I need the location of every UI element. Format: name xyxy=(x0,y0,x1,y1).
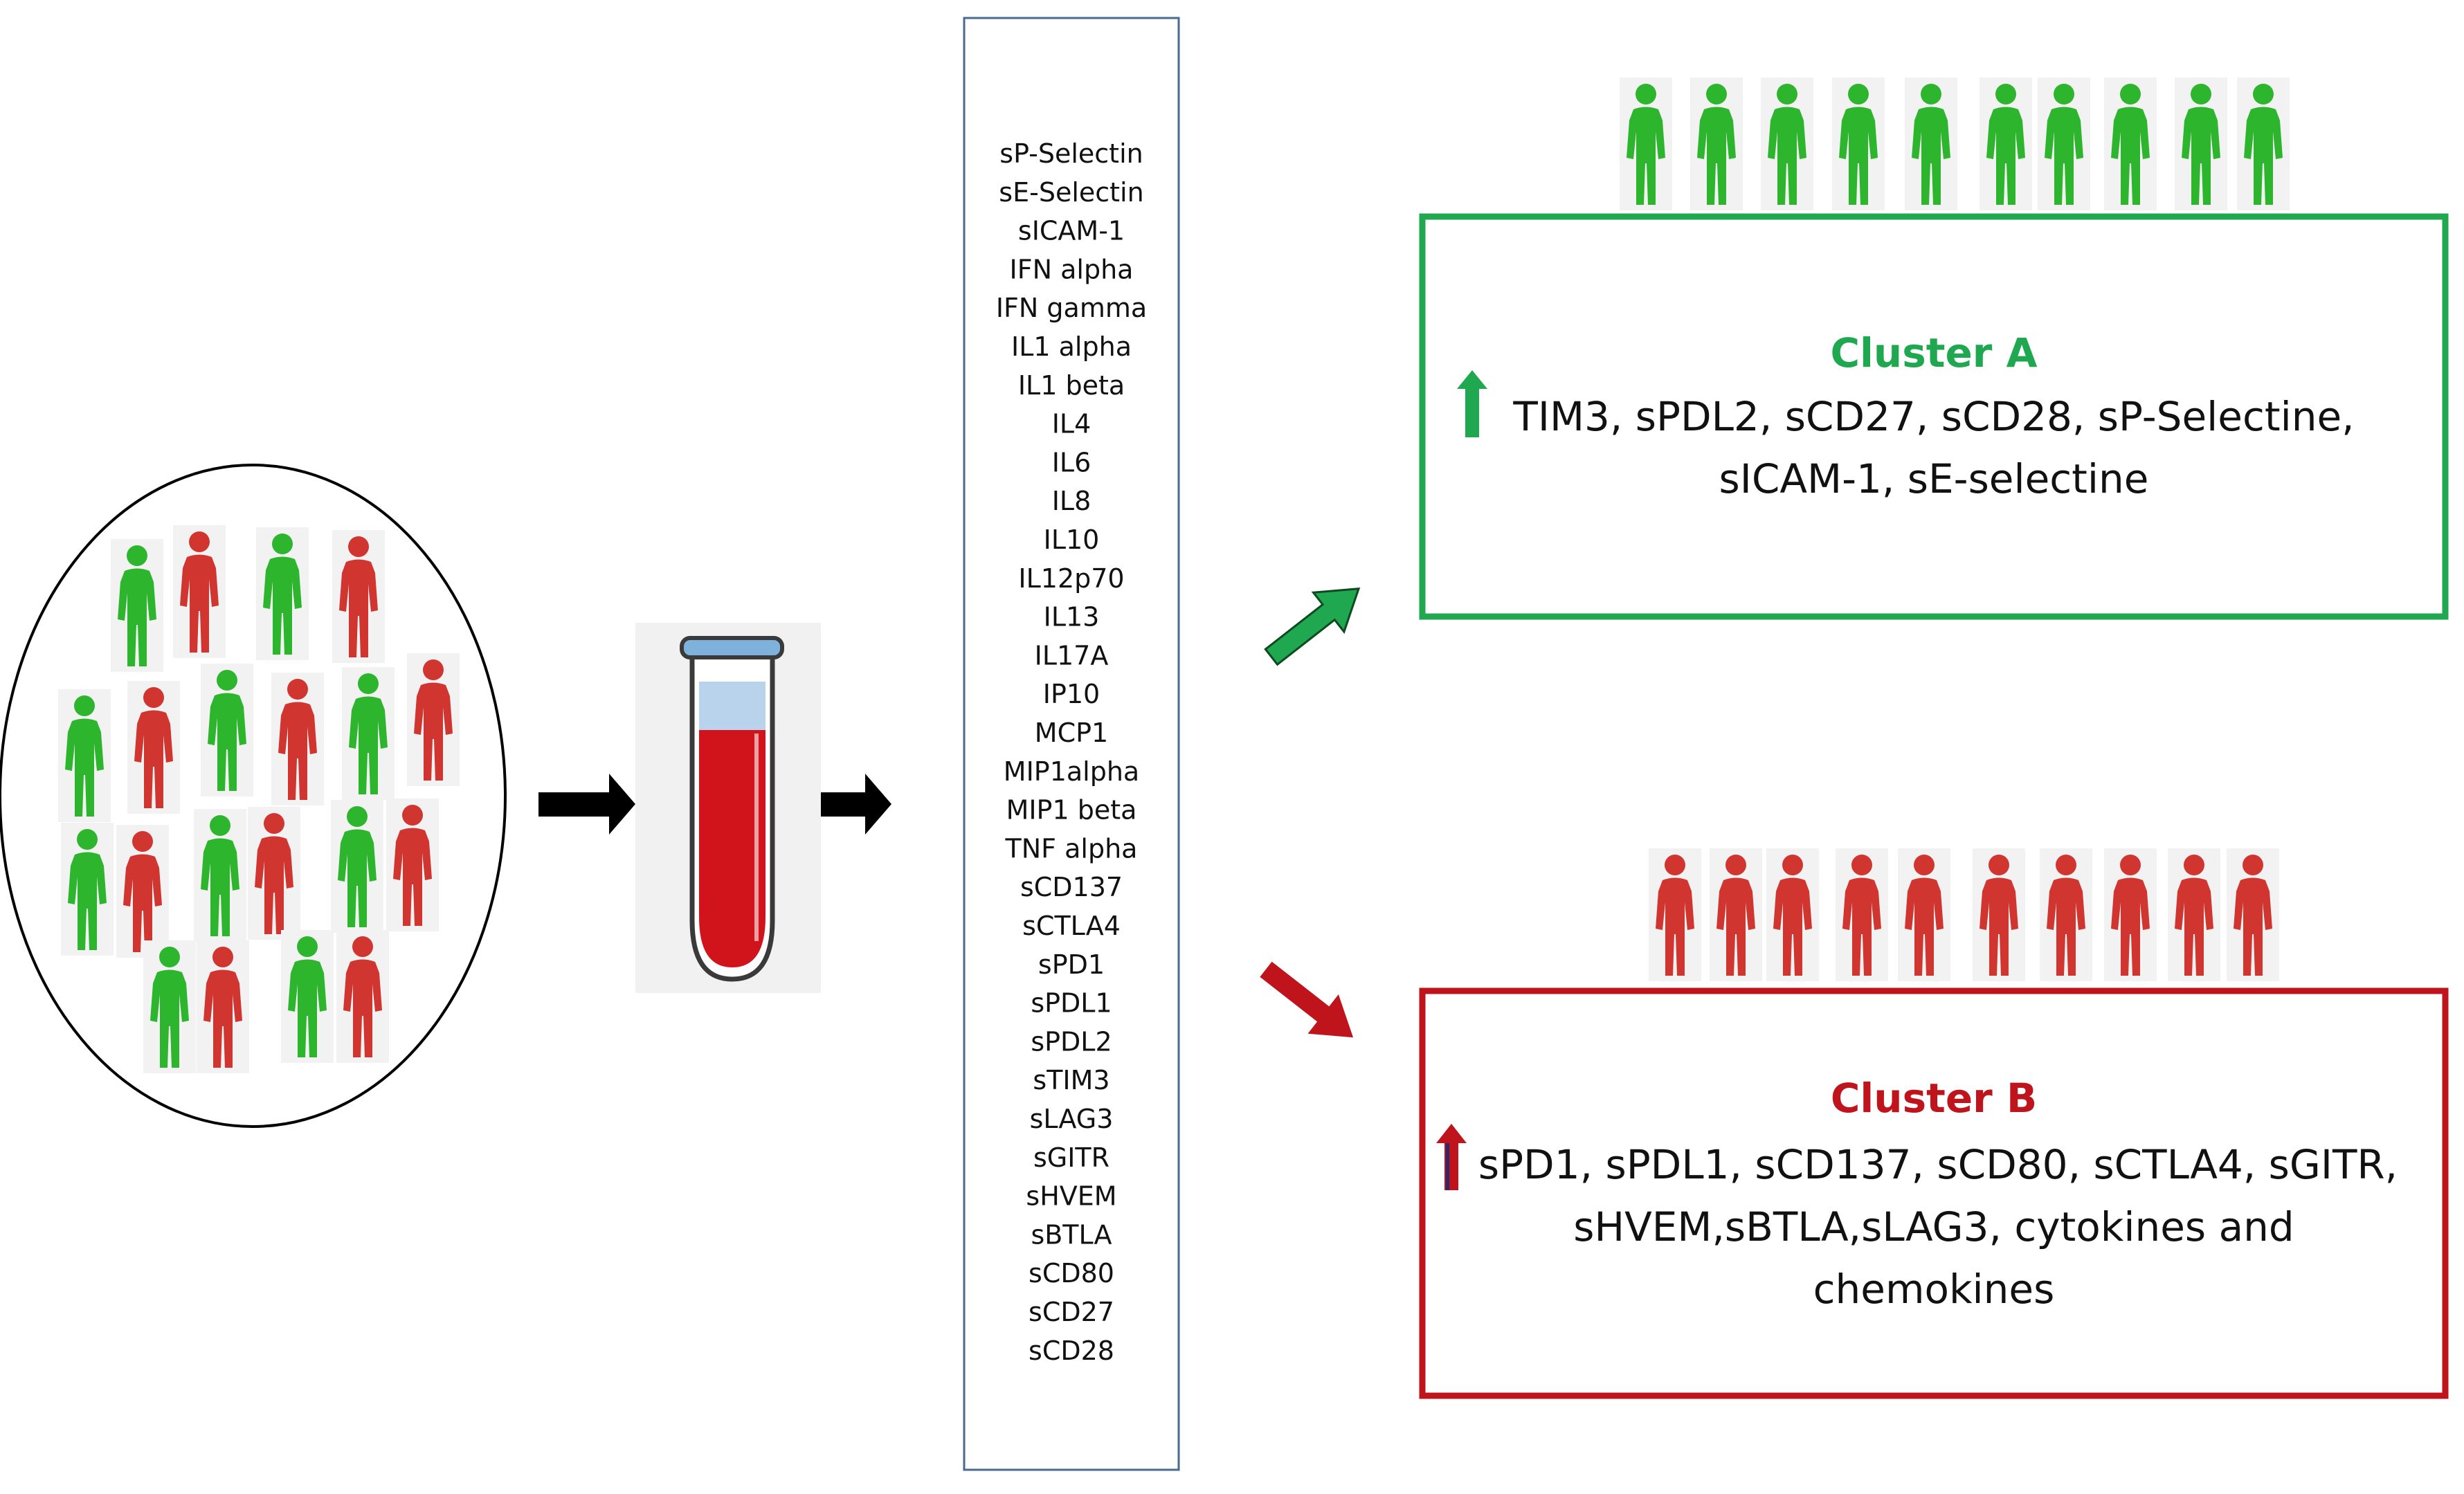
population-group xyxy=(0,464,507,1128)
cluster-b-people xyxy=(1649,848,2279,981)
analyte-item: MIP1alpha xyxy=(1004,756,1139,787)
arrow-right-icon xyxy=(795,774,891,835)
analyte-item: sBTLA xyxy=(1031,1219,1112,1250)
analyte-item: sCD80 xyxy=(1029,1258,1114,1288)
analyte-item: sLAG3 xyxy=(1030,1104,1114,1134)
cluster-b-line-2: sHVEM,sBTLA,sLAG3, cytokines and xyxy=(1573,1203,2294,1250)
cluster-a-people xyxy=(1620,78,2290,210)
arrow-right-icon xyxy=(538,774,635,835)
analyte-item: sP-Selectin xyxy=(999,138,1143,169)
cluster-a-title: Cluster A xyxy=(1830,329,2037,376)
cluster-b-line-1: sPD1, sPDL1, sCD137, sCD80, sCTLA4, sGIT… xyxy=(1478,1141,2398,1188)
down-right-arrow-icon xyxy=(1260,961,1354,1038)
analyte-item: IP10 xyxy=(1043,679,1100,709)
cluster-b-group: Cluster B sPD1, sPDL1, sCD137, sCD80, sC… xyxy=(1419,848,2449,1399)
analyte-item: IL4 xyxy=(1052,409,1091,439)
analyte-item: IFN alpha xyxy=(1010,254,1134,284)
analyte-item: IL8 xyxy=(1052,486,1091,516)
analyte-item: sTIM3 xyxy=(1033,1065,1109,1095)
analyte-item: sCD27 xyxy=(1029,1297,1114,1327)
analyte-item: sE-Selectin xyxy=(999,177,1143,208)
analyte-item: IL10 xyxy=(1044,525,1100,555)
population-people xyxy=(58,525,460,1073)
up-right-arrow-icon xyxy=(1264,587,1361,666)
analyte-item: IL12p70 xyxy=(1018,563,1124,594)
cluster-b-line-3: chemokines xyxy=(1813,1266,2055,1313)
analyte-item: sHVEM xyxy=(1026,1181,1116,1212)
analyte-item: sPD1 xyxy=(1038,949,1105,980)
analyte-item: sCD137 xyxy=(1020,872,1123,902)
analyte-item: sPDL1 xyxy=(1031,988,1112,1019)
analyte-item: IL6 xyxy=(1052,447,1091,477)
cluster-b-title: Cluster B xyxy=(1831,1075,2037,1122)
analyte-item: sCD28 xyxy=(1029,1336,1114,1366)
analyte-item: sPDL2 xyxy=(1031,1026,1112,1057)
analyte-item: IL1 alpha xyxy=(1011,331,1132,362)
analyte-item: MCP1 xyxy=(1035,718,1108,748)
up-arrow-icon xyxy=(1457,370,1487,437)
up-arrow-icon xyxy=(1436,1124,1467,1190)
cluster-a-group: Cluster A TIM3, sPDL2, sCD27, sCD28, sP-… xyxy=(1419,78,2449,620)
analyte-item: sGITR xyxy=(1033,1142,1109,1173)
analyte-item: IFN gamma xyxy=(996,293,1147,323)
analyte-item: MIP1 beta xyxy=(1006,795,1137,826)
cluster-a-line-1: TIM3, sPDL2, sCD27, sCD28, sP-Selectine, xyxy=(1512,393,2354,440)
analyte-item: IL17A xyxy=(1035,640,1109,671)
cluster-b-box xyxy=(1419,987,2449,1399)
analyte-item: IL1 beta xyxy=(1018,370,1125,401)
analyte-item: sICAM-1 xyxy=(1018,216,1125,246)
cluster-a-box xyxy=(1419,213,2449,620)
analyte-item: sCTLA4 xyxy=(1022,911,1121,941)
cluster-a-line-2: sICAM-1, sE-selectine xyxy=(1719,455,2149,502)
analyte-item: TNF alpha xyxy=(1005,833,1138,864)
analyte-item: IL13 xyxy=(1044,602,1100,632)
population-ellipse xyxy=(0,464,507,1128)
blood-tube-icon xyxy=(635,623,821,993)
